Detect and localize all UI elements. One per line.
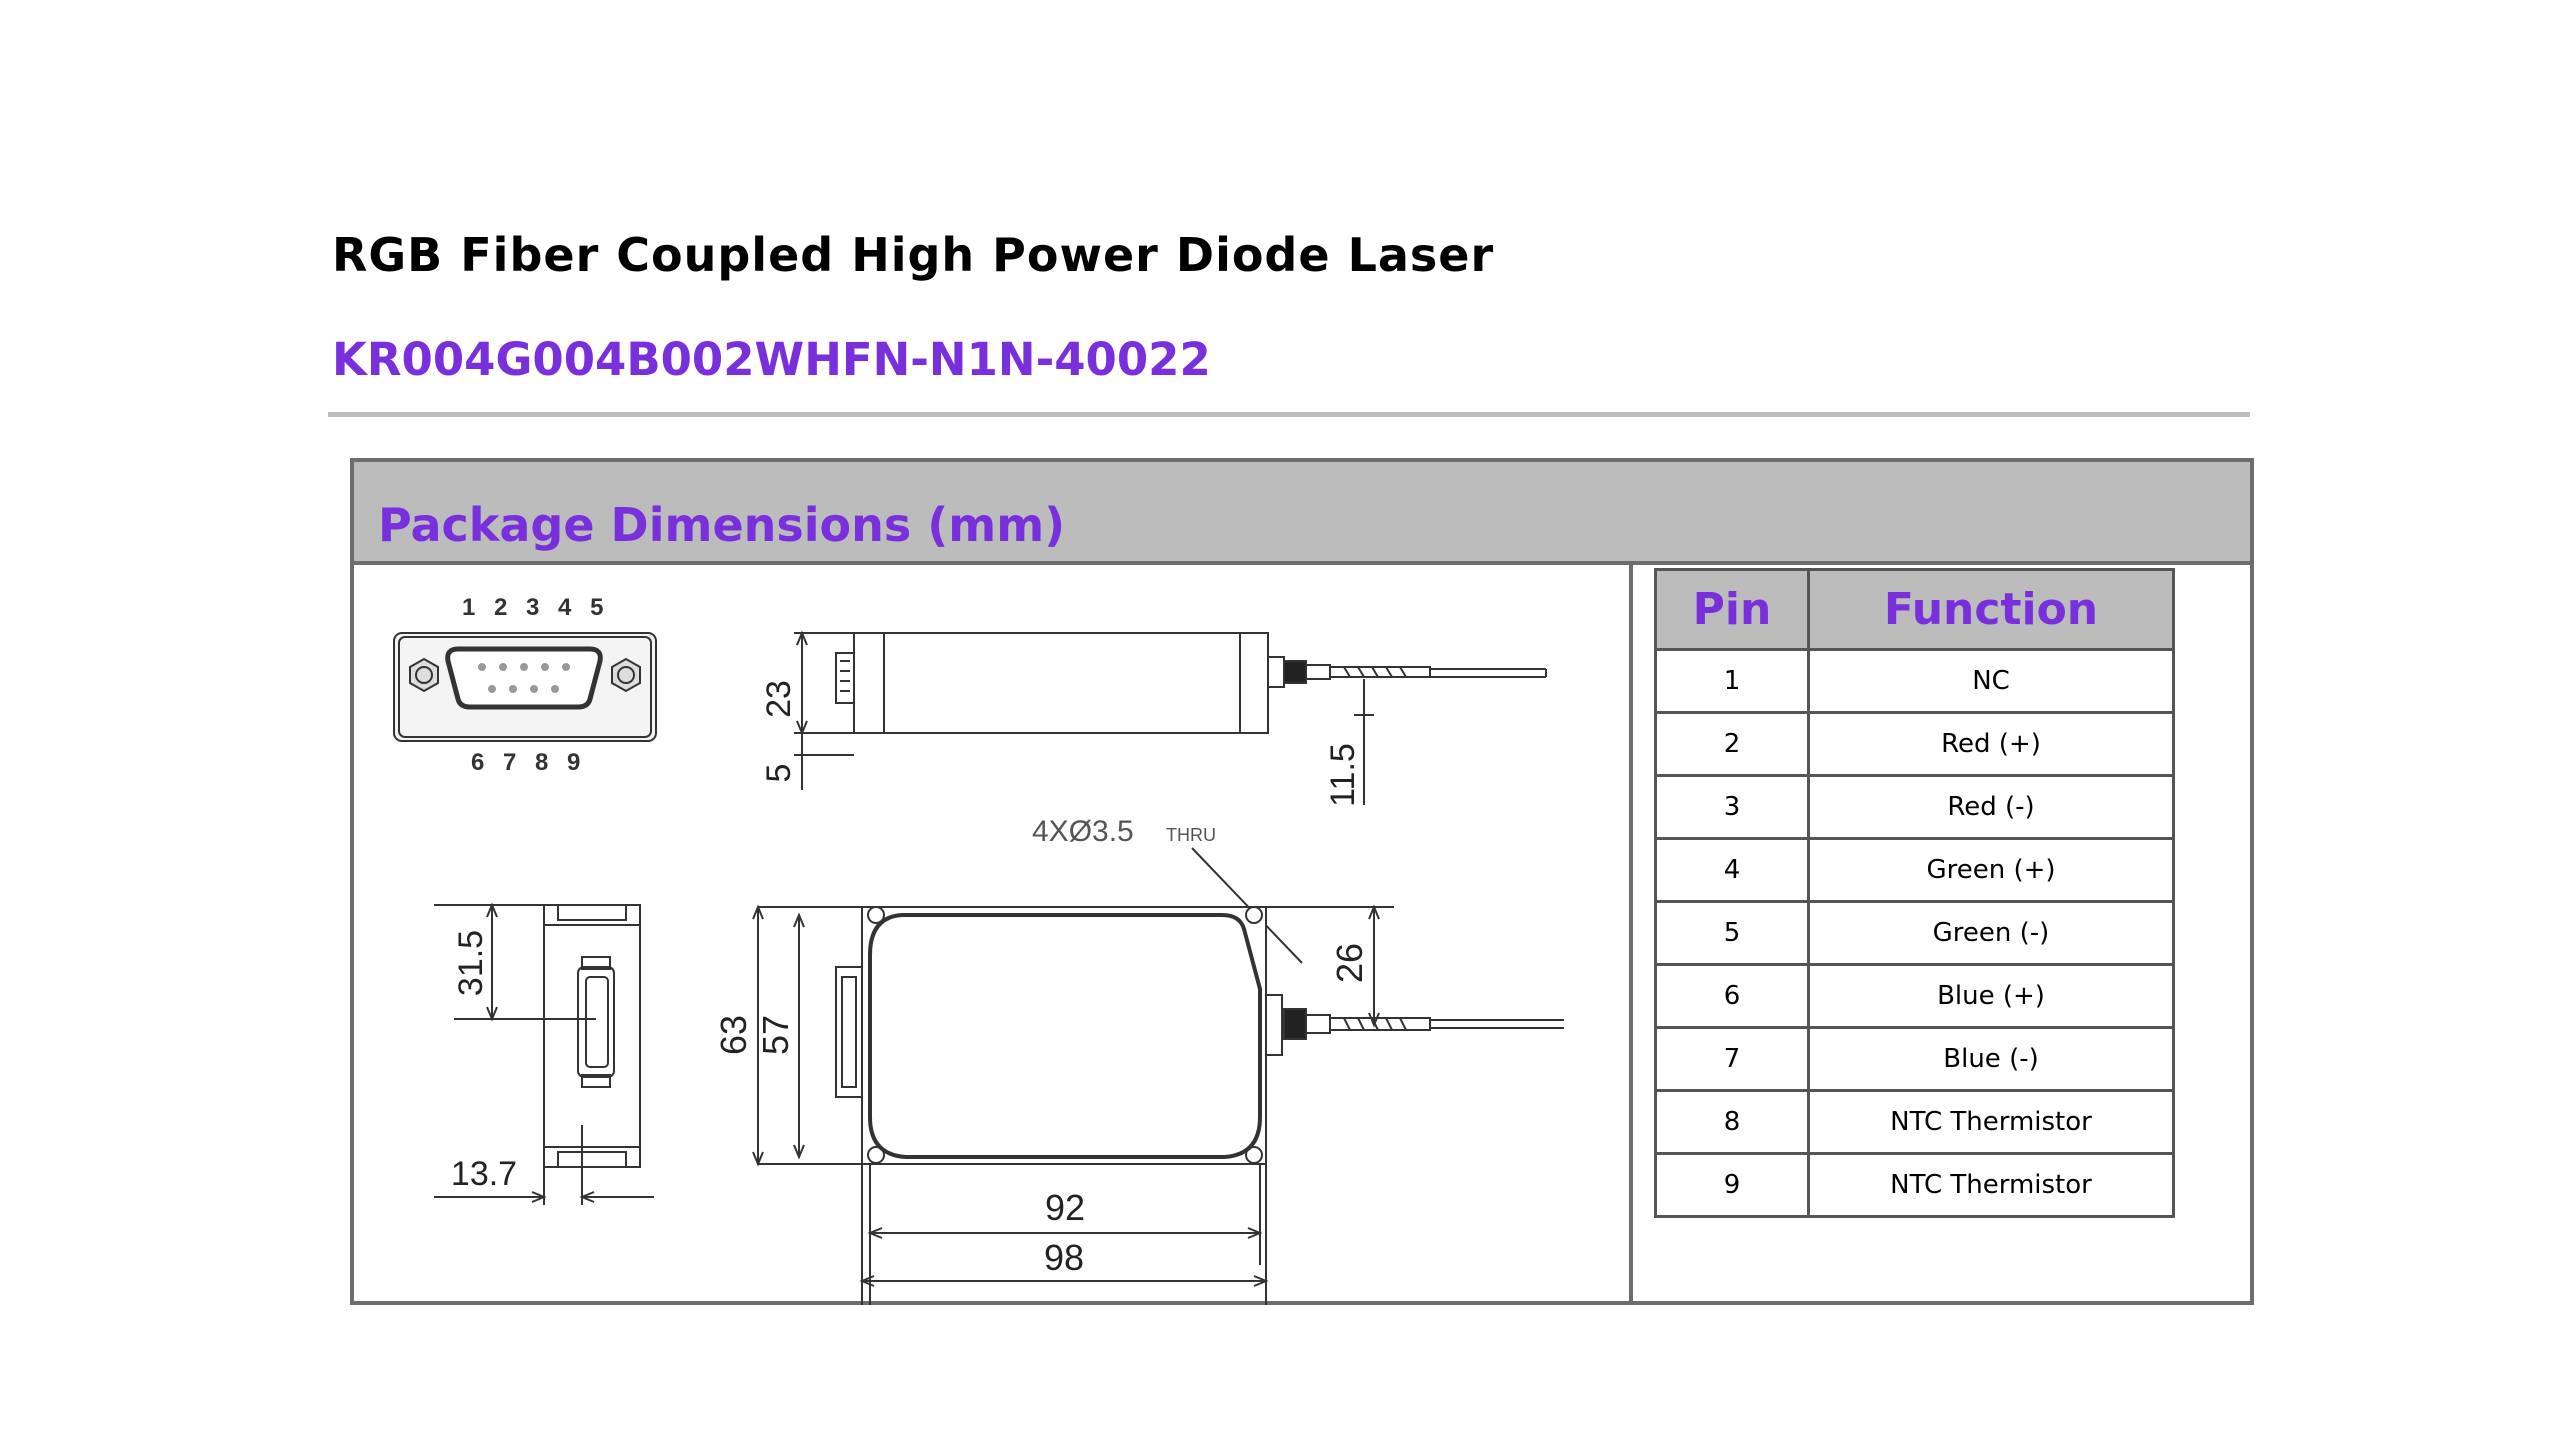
header-pin: Pin — [1654, 568, 1810, 651]
dim-63: 63 — [713, 1015, 754, 1055]
panel-title: Package Dimensions (mm) — [378, 498, 1066, 552]
dim-13-7: 13.7 — [451, 1155, 517, 1193]
pin-cell: 9 — [1654, 1152, 1810, 1218]
hole-callout-thru: THRU — [1166, 825, 1216, 845]
panel-divider — [1629, 565, 1633, 1305]
function-cell: Green (-) — [1807, 900, 2175, 966]
function-cell: NTC Thermistor — [1807, 1089, 2175, 1155]
pin-cell: 1 — [1654, 648, 1810, 714]
pin-cell: 3 — [1654, 774, 1810, 840]
function-cell: Red (-) — [1807, 774, 2175, 840]
dim-26: 26 — [1329, 943, 1370, 983]
table-header-row: Pin Function — [1654, 568, 2175, 651]
function-cell: NC — [1807, 648, 2175, 714]
dim-5: 5 — [760, 764, 798, 783]
function-cell: Blue (-) — [1807, 1026, 2175, 1092]
db9-connector-front-view — [393, 632, 657, 742]
pin-cell: 2 — [1654, 711, 1810, 777]
dim-98: 98 — [1044, 1237, 1084, 1278]
package-dimensions-panel: Package Dimensions (mm) 1 2 3 4 5 6 7 8 … — [350, 458, 2254, 1305]
dim-31-5: 31.5 — [452, 930, 490, 996]
module-end-view — [434, 902, 654, 1205]
document-title: RGB Fiber Coupled High Power Diode Laser — [332, 228, 1495, 282]
pin-cell: 5 — [1654, 900, 1810, 966]
dim-11-5: 11.5 — [1324, 743, 1362, 807]
panel-header: Package Dimensions (mm) — [354, 462, 2250, 565]
model-number: KR004G004B002WHFN-N1N-40022 — [332, 333, 1211, 386]
pin-cell: 4 — [1654, 837, 1810, 903]
function-cell: NTC Thermistor — [1807, 1152, 2175, 1218]
header-function: Function — [1807, 568, 2175, 651]
header-divider — [328, 412, 2250, 417]
dim-57: 57 — [755, 1015, 796, 1055]
module-top-view — [752, 904, 1564, 1305]
dim-23: 23 — [760, 680, 798, 718]
function-cell: Green (+) — [1807, 837, 2175, 903]
dim-92: 92 — [1045, 1187, 1085, 1228]
function-cell: Blue (+) — [1807, 963, 2175, 1029]
module-side-view — [794, 630, 1547, 805]
hole-callout: 4XØ3.5 — [1032, 815, 1134, 848]
pin-cell: 6 — [1654, 963, 1810, 1029]
pin-cell: 7 — [1654, 1026, 1810, 1092]
connector-bottom-pin-numbers: 6 7 8 9 — [471, 749, 586, 776]
function-cell: Red (+) — [1807, 711, 2175, 777]
connector-top-pin-numbers: 1 2 3 4 5 — [462, 594, 609, 621]
dimension-drawing: 1 2 3 4 5 6 7 8 9 23 5 11.5 — [393, 594, 1564, 1305]
pin-cell: 8 — [1654, 1089, 1810, 1155]
